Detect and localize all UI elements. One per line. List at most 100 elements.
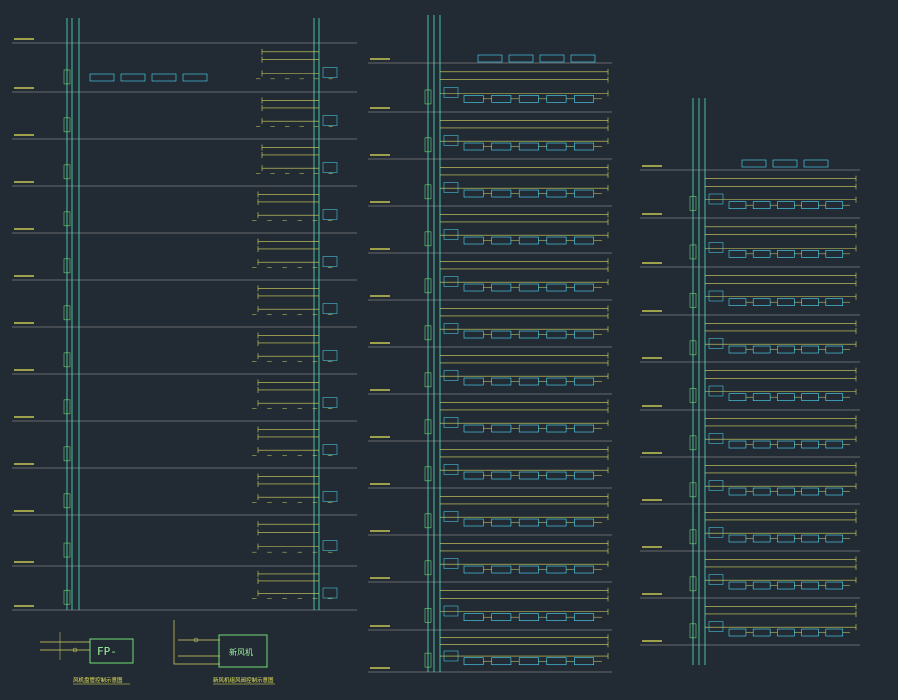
- riser-tag: [63, 589, 71, 605]
- valve-block: [443, 323, 459, 334]
- fan-coil-unit: [728, 534, 747, 543]
- fresh-air-unit: [772, 159, 798, 168]
- riser-tag: [63, 69, 71, 85]
- fresh-air-unit: [570, 54, 596, 63]
- fan-coil-schematic-caption: 风机盘管控制示意图: [73, 676, 123, 684]
- fan-coil-unit: [825, 440, 844, 449]
- fan-coil-unit: [728, 628, 747, 637]
- riser-tag: [689, 529, 697, 545]
- fan-coil-unit: [491, 330, 512, 339]
- fresh-air-box-label: 新风机: [229, 647, 253, 657]
- valve-block: [708, 290, 724, 302]
- valve-block: [708, 480, 724, 491]
- fan-coil-unit: [491, 518, 512, 527]
- valve-block: [708, 574, 724, 585]
- valve-block: [708, 433, 724, 444]
- fan-coil-unit: [777, 581, 795, 590]
- fan-coil-unit: [752, 628, 771, 637]
- fan-coil-unit: [546, 95, 567, 103]
- fan-coil-unit: [518, 330, 539, 339]
- valve-block: [322, 491, 338, 502]
- fan-coil-unit: [777, 201, 795, 209]
- fan-coil-unit: [728, 298, 747, 306]
- riser-tag: [424, 466, 432, 482]
- fan-coil-unit: [801, 534, 819, 543]
- valve-block: [322, 115, 338, 126]
- fan-coil-unit: [752, 487, 771, 496]
- fresh-air-unit: [182, 73, 208, 82]
- fan-coil-unit: [777, 250, 795, 258]
- fan-coil-unit: [491, 471, 512, 480]
- fan-coil-unit: [777, 487, 795, 496]
- fan-coil-unit: [777, 393, 795, 401]
- fan-coil-unit: [574, 330, 595, 339]
- valve-block: [443, 370, 459, 381]
- fan-coil-unit: [546, 657, 567, 666]
- fan-coil-unit-box: [89, 638, 134, 664]
- fan-coil-unit: [546, 471, 567, 480]
- fresh-air-unit: [508, 54, 534, 63]
- riser-tag: [63, 164, 71, 180]
- fan-coil-unit: [546, 565, 567, 574]
- fan-coil-unit: [463, 518, 484, 527]
- valve-block: [708, 385, 724, 397]
- fan-coil-unit: [728, 345, 747, 354]
- fan-coil-unit: [518, 189, 539, 198]
- valve-block: [322, 350, 338, 361]
- fan-coil-unit: [491, 236, 512, 245]
- fan-coil-unit: [546, 518, 567, 527]
- fan-coil-unit: [801, 487, 819, 496]
- riser-tag: [689, 293, 697, 308]
- fan-coil-unit: [463, 471, 484, 480]
- riser-tag: [424, 184, 432, 200]
- fan-coil-unit: [518, 283, 539, 292]
- floor-level-marks: [14, 38, 662, 669]
- fan-coil-unit: [752, 534, 771, 543]
- fan-coil-unit: [518, 236, 539, 245]
- fan-coil-unit: [825, 534, 844, 543]
- fan-coil-unit: [825, 628, 844, 637]
- riser-tag: [689, 435, 697, 451]
- fan-coil-unit: [825, 393, 844, 401]
- fan-coil-unit: [491, 377, 512, 386]
- valve-block: [708, 242, 724, 253]
- fan-coil-unit: [728, 440, 747, 449]
- fan-coil-unit: [574, 142, 595, 151]
- riser-tag: [63, 493, 71, 509]
- fan-coil-unit: [546, 283, 567, 292]
- fan-coil-unit: [752, 250, 771, 258]
- riser-tag: [689, 576, 697, 592]
- valve-block: [443, 605, 459, 617]
- fan-coil-unit: [463, 330, 484, 339]
- fan-coil-unit: [574, 518, 595, 527]
- riser-tag: [424, 89, 432, 105]
- fan-coil-unit: [801, 298, 819, 306]
- fan-coil-unit: [574, 283, 595, 292]
- fan-coil-unit: [777, 345, 795, 354]
- fan-coil-unit: [518, 613, 539, 621]
- fan-coil-unit: [728, 250, 747, 258]
- fan-coil-unit: [518, 565, 539, 574]
- fan-coil-unit: [801, 440, 819, 449]
- fresh-air-control-schematic: 新风机 新风机组风阀控制示意图: [173, 620, 275, 685]
- fan-coil-unit: [574, 377, 595, 386]
- fan-coil-unit: [574, 471, 595, 480]
- riser-tag: [689, 388, 697, 403]
- riser-tag: [424, 278, 432, 294]
- fresh-air-unit: [741, 159, 767, 168]
- fresh-air-unit: [539, 54, 565, 63]
- fan-coil-unit: [777, 298, 795, 306]
- valve-block: [322, 587, 338, 599]
- valve-block: [443, 511, 459, 522]
- riser-pipes: [66, 15, 706, 672]
- fan-coil-unit: [801, 393, 819, 401]
- fan-coil-unit: [574, 95, 595, 103]
- fan-coil-unit: [801, 345, 819, 354]
- valve-block: [322, 209, 338, 220]
- fan-coil-unit: [574, 236, 595, 245]
- fan-coil-unit: [777, 534, 795, 543]
- fan-coil-unit: [752, 201, 771, 209]
- valve-block: [708, 338, 724, 349]
